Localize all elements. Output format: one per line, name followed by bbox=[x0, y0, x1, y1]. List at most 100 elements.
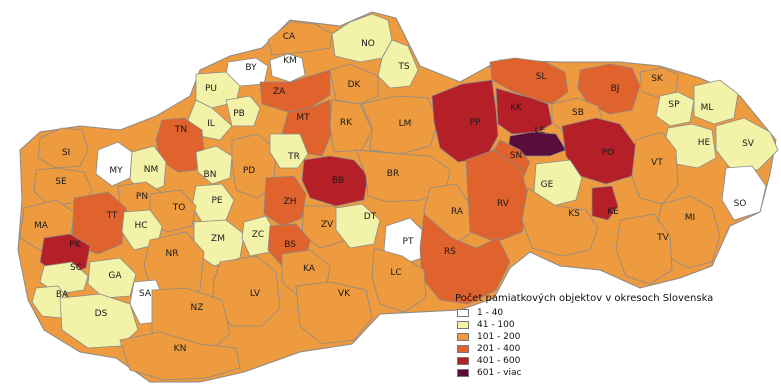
legend-item: 101 - 200 bbox=[457, 331, 755, 343]
district-ml bbox=[693, 79, 739, 125]
district-label-sk: SK bbox=[651, 74, 664, 84]
district-label-po: PO bbox=[602, 148, 615, 158]
district-label-nr: NR bbox=[166, 249, 179, 259]
district-label-si: SI bbox=[62, 148, 70, 158]
district-sc bbox=[39, 261, 89, 295]
district-tr bbox=[269, 133, 309, 169]
district-label-tn: TN bbox=[174, 125, 187, 135]
district-label-zv: ZV bbox=[321, 220, 334, 230]
district-bj bbox=[577, 63, 641, 115]
district-label-pk: PK bbox=[69, 240, 81, 250]
district-kn bbox=[119, 331, 241, 381]
district-km bbox=[269, 53, 306, 83]
district-si bbox=[37, 127, 89, 169]
district-label-my: MY bbox=[109, 166, 123, 176]
district-label-ke: KE bbox=[607, 207, 619, 217]
district-label-ba: BA bbox=[56, 290, 69, 300]
district-label-vt: VT bbox=[651, 158, 663, 168]
district-label-zm: ZM bbox=[211, 234, 225, 244]
district-label-lc: LC bbox=[390, 268, 401, 278]
district-zh bbox=[263, 175, 307, 227]
district-label-rk: RK bbox=[340, 118, 353, 128]
district-label-km: KM bbox=[283, 56, 297, 66]
district-label-rs: RS bbox=[444, 247, 456, 257]
district-label-sb: SB bbox=[572, 108, 584, 118]
district-vk bbox=[295, 281, 373, 345]
district-label-no: NO bbox=[361, 39, 375, 49]
legend-swatch bbox=[457, 345, 469, 353]
district-label-nm: NM bbox=[144, 165, 159, 175]
district-label-zh: ZH bbox=[284, 197, 297, 207]
map-legend: Počet pamiatkových objektov v okresoch S… bbox=[455, 293, 755, 379]
district-za bbox=[259, 69, 331, 113]
district-label-br: BR bbox=[387, 169, 399, 179]
district-nm bbox=[129, 145, 167, 195]
district-label-pd: PD bbox=[243, 166, 255, 176]
district-vt bbox=[631, 131, 679, 205]
legend-swatch bbox=[457, 369, 469, 377]
district-label-hc: HC bbox=[134, 221, 147, 231]
legend-item: 201 - 400 bbox=[457, 343, 755, 355]
district-label-pe: PE bbox=[211, 196, 222, 206]
legend-swatch bbox=[457, 309, 469, 317]
legend-item: 401 - 600 bbox=[457, 355, 755, 367]
district-dt bbox=[335, 203, 381, 249]
legend-item: 601 - viac bbox=[457, 367, 755, 379]
district-sk bbox=[639, 67, 679, 99]
district-lm bbox=[361, 95, 439, 155]
district-label-he: HE bbox=[698, 138, 711, 148]
district-label-sn: SN bbox=[510, 151, 522, 161]
district-tv bbox=[615, 213, 673, 285]
legend-swatch bbox=[457, 321, 469, 329]
district-label-il: IL bbox=[207, 119, 215, 129]
district-label-se: SE bbox=[55, 177, 67, 187]
district-sv bbox=[715, 117, 779, 171]
legend-label: 101 - 200 bbox=[477, 332, 521, 342]
district-sp bbox=[655, 91, 695, 127]
district-ga bbox=[87, 257, 137, 299]
legend-item: 1 - 40 bbox=[457, 307, 755, 319]
district-label-bb: BB bbox=[332, 176, 344, 186]
district-label-kn: KN bbox=[174, 344, 187, 354]
district-label-pu: PU bbox=[205, 84, 217, 94]
district-label-pt: PT bbox=[403, 237, 414, 247]
district-label-sc: SC bbox=[70, 263, 82, 273]
district-lv bbox=[211, 255, 281, 327]
district-ks bbox=[521, 187, 599, 257]
district-ts bbox=[377, 39, 419, 89]
district-label-pn: PN bbox=[136, 192, 148, 202]
legend-label: 41 - 100 bbox=[477, 320, 515, 330]
district-no bbox=[331, 13, 393, 63]
district-label-le: LE bbox=[535, 126, 546, 136]
district-kk bbox=[495, 87, 553, 135]
district-label-vk: VK bbox=[338, 289, 351, 299]
district-label-dk: DK bbox=[348, 80, 362, 90]
district-label-ka: KA bbox=[303, 264, 316, 274]
district-bn bbox=[195, 145, 233, 185]
district-label-pb: PB bbox=[233, 109, 245, 119]
district-label-ma: MA bbox=[34, 221, 49, 231]
district-label-bj: BJ bbox=[611, 84, 620, 94]
legend-swatch bbox=[457, 357, 469, 365]
district-pp bbox=[431, 79, 499, 163]
district-label-mi: MI bbox=[685, 213, 695, 223]
district-label-sl: SL bbox=[536, 72, 547, 82]
district-label-so: SO bbox=[734, 199, 747, 209]
district-lc bbox=[371, 247, 427, 313]
district-label-ts: TS bbox=[397, 62, 409, 72]
district-label-tv: TV bbox=[656, 233, 669, 243]
district-label-tr: TR bbox=[287, 152, 300, 162]
district-label-sv: SV bbox=[742, 139, 755, 149]
district-sl bbox=[489, 57, 569, 105]
district-label-za: ZA bbox=[273, 87, 286, 97]
legend-label: 1 - 40 bbox=[477, 308, 504, 318]
district-label-pp: PP bbox=[470, 118, 481, 128]
district-label-ra: RA bbox=[451, 207, 464, 217]
legend-label: 401 - 600 bbox=[477, 356, 521, 366]
district-ca bbox=[267, 21, 333, 56]
district-label-tt: TT bbox=[106, 211, 118, 221]
district-label-rv: RV bbox=[497, 199, 510, 209]
district-label-kk: KK bbox=[510, 103, 523, 113]
district-label-zc: ZC bbox=[252, 230, 264, 240]
